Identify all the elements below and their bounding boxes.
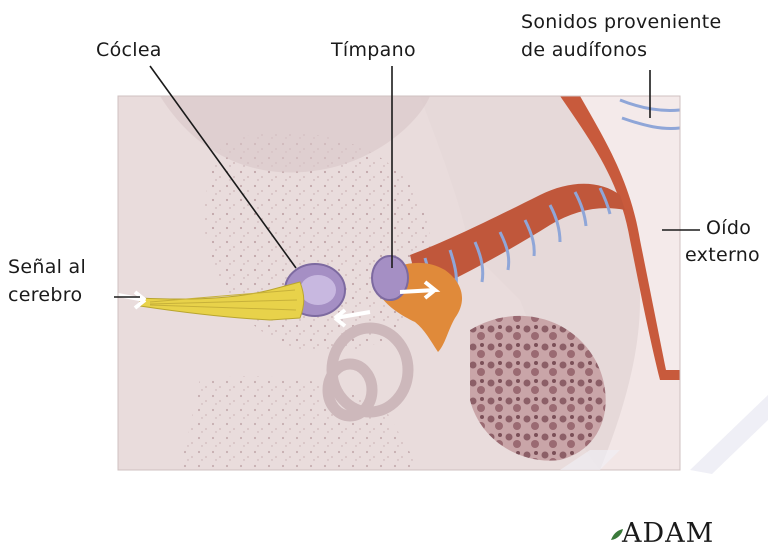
label-outer-ear-line1: Oído bbox=[706, 216, 751, 240]
brand-logo: ADAM bbox=[622, 518, 714, 549]
label-hearing-aid-sounds-line2: de audífonos bbox=[521, 38, 647, 62]
label-eardrum: Tímpano bbox=[331, 38, 416, 62]
label-cochlea: Cóclea bbox=[96, 38, 162, 62]
label-brain-signal-line2: cerebro bbox=[8, 283, 82, 307]
cochlea-inner bbox=[300, 275, 336, 305]
label-hearing-aid-sounds-line1: Sonidos proveniente bbox=[521, 10, 722, 34]
illustration-panel bbox=[118, 96, 680, 470]
label-outer-ear-line2: externo bbox=[685, 243, 760, 267]
label-brain-signal-line1: Señal al bbox=[8, 255, 86, 279]
